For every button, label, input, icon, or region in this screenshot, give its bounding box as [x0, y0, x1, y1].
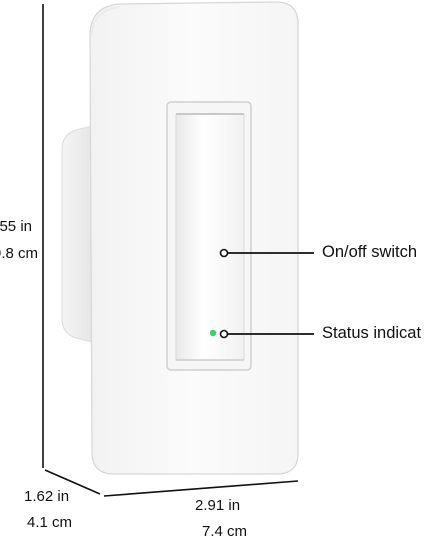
- switch-callout-label: On/off switch: [322, 243, 418, 261]
- rocker-paddle[interactable]: [175, 113, 245, 361]
- depth-inches-label: 1.62 in: [24, 488, 70, 505]
- status-callout-label: Status indicat: [322, 324, 422, 342]
- status-callout-line: [219, 329, 314, 339]
- width-inches-label: 2.91 in: [195, 497, 241, 514]
- switch-callout-line: [219, 248, 314, 258]
- depth-cm-label: 4.1 cm: [27, 514, 73, 531]
- depth-dimension-line: [44, 469, 101, 495]
- width-cm-label: 7.4 cm: [202, 523, 248, 540]
- height-cm-label: 39.8 cm: [0, 245, 38, 262]
- status-led-icon: [209, 329, 217, 337]
- height-inches-label: 15.55 in: [0, 218, 32, 235]
- width-dimension-line: [103, 480, 299, 497]
